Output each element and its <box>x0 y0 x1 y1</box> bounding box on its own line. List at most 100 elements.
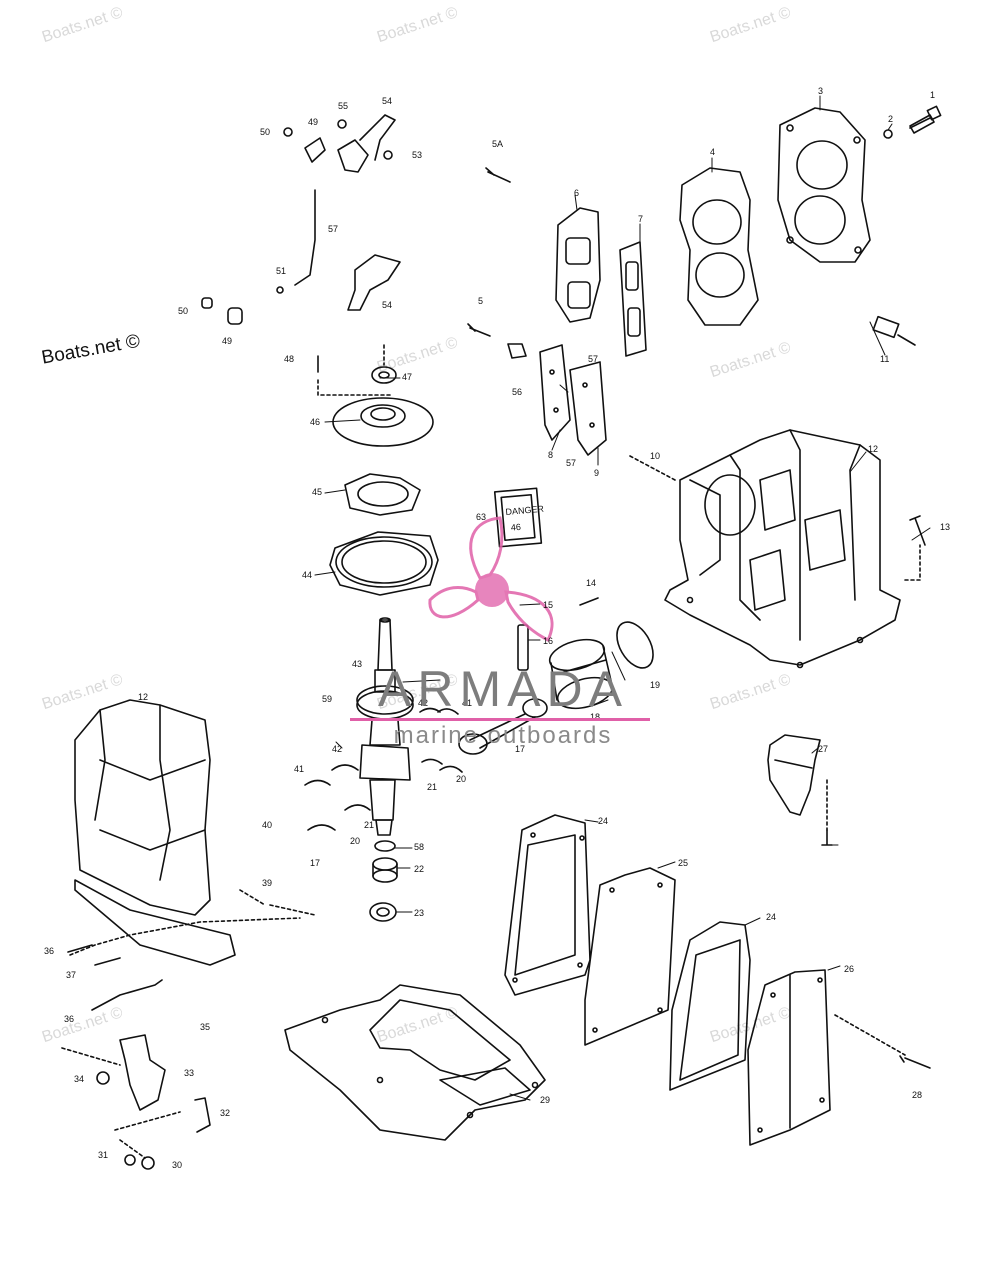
callout-21b: 21 <box>364 820 374 830</box>
callout-56: 56 <box>512 387 522 397</box>
callout-28: 28 <box>912 1090 922 1100</box>
callout-45: 45 <box>312 487 322 497</box>
dashed-leader <box>239 889 316 916</box>
callout-49b: 49 <box>222 336 232 346</box>
bracket <box>96 1034 166 1111</box>
head-bolt <box>909 105 942 134</box>
callout-34: 34 <box>74 1074 84 1084</box>
callout-47: 47 <box>402 372 412 382</box>
crankcase-upper <box>664 429 901 669</box>
decal-line-2: 46 <box>510 522 521 533</box>
callout-14: 14 <box>586 578 596 588</box>
callout-20: 20 <box>456 774 466 784</box>
lower-bearing <box>372 857 398 883</box>
callout-33: 33 <box>184 1068 194 1078</box>
callout-30: 30 <box>172 1160 182 1170</box>
crankshaft <box>356 617 414 836</box>
callout-24b: 24 <box>766 912 776 922</box>
lower-seal <box>369 902 397 922</box>
callout-49: 49 <box>308 117 318 127</box>
piston <box>548 638 614 710</box>
callout-29: 29 <box>540 1095 550 1105</box>
screw <box>909 515 926 546</box>
decal-line-1: DANGER <box>505 504 545 517</box>
exhaust-cover-26 <box>747 969 831 1146</box>
callout-50: 50 <box>260 127 270 137</box>
callout-41b: 41 <box>462 698 472 708</box>
screw <box>821 829 833 846</box>
callout-2: 2 <box>888 114 893 124</box>
transfer-port-gasket <box>619 241 647 357</box>
warning-decal-text: DANGER 46 <box>505 504 545 533</box>
screw <box>67 944 93 953</box>
callout-6: 6 <box>574 188 579 198</box>
bearing-half <box>439 765 463 773</box>
callout-24: 24 <box>598 816 608 826</box>
callouts: 1 2 3 4 5 5A 6 7 8 9 10 11 12 12 13 14 1… <box>44 86 950 1170</box>
callout-12: 12 <box>868 444 878 454</box>
base-gasket <box>284 984 546 1141</box>
callout-44: 44 <box>302 570 312 580</box>
callout-53: 53 <box>412 150 422 160</box>
callout-48: 48 <box>284 354 294 364</box>
callout-17b: 17 <box>310 858 320 868</box>
callout-57b: 57 <box>588 354 598 364</box>
throttle-linkage <box>201 114 401 325</box>
callout-40: 40 <box>262 820 272 830</box>
brand-divider <box>350 718 650 721</box>
callout-20b: 20 <box>350 836 360 846</box>
washer <box>124 1154 136 1166</box>
spring <box>194 1097 211 1133</box>
bearing-half <box>421 758 443 765</box>
brand-name: ARMADA <box>378 661 628 717</box>
callout-9: 9 <box>594 468 599 478</box>
callout-22: 22 <box>414 864 424 874</box>
callout-57: 57 <box>328 224 338 234</box>
callout-12-left: 12 <box>138 692 148 702</box>
screw <box>467 323 491 337</box>
callout-54b: 54 <box>382 300 392 310</box>
screw <box>899 1055 931 1069</box>
dashed-leader <box>904 544 921 581</box>
callout-31: 31 <box>98 1150 108 1160</box>
callout-39: 39 <box>262 878 272 888</box>
callout-32: 32 <box>220 1108 230 1118</box>
crankcase-lower <box>74 699 236 966</box>
callout-42b: 42 <box>418 698 428 708</box>
callout-59: 59 <box>322 694 332 704</box>
brand-logo-icon <box>428 516 554 643</box>
callout-26: 26 <box>844 964 854 974</box>
brand-watermark: ARMADA marine outboards <box>348 660 658 760</box>
bearing-half <box>304 779 331 786</box>
retainer-plate <box>332 397 434 447</box>
callout-42: 42 <box>332 744 342 754</box>
callout-17: 17 <box>515 744 525 754</box>
callout-23: 23 <box>414 908 424 918</box>
callout-43: 43 <box>352 659 362 669</box>
callout-36b: 36 <box>64 1014 74 1024</box>
callout-13: 13 <box>940 522 950 532</box>
callout-27: 27 <box>818 744 828 754</box>
callout-46: 46 <box>310 417 320 427</box>
callout-1: 1 <box>930 90 935 100</box>
cover-gasket-24b <box>669 921 751 1091</box>
callout-18: 18 <box>590 712 600 722</box>
callout-55: 55 <box>338 101 348 111</box>
bypass-cover <box>539 344 607 456</box>
cover-gasket-24 <box>504 814 591 996</box>
bearing-half <box>331 764 359 771</box>
transfer-port-cover <box>555 207 601 323</box>
piston-ring <box>616 621 654 669</box>
callout-11: 11 <box>880 354 889 364</box>
callout-35: 35 <box>200 1022 210 1032</box>
screw <box>485 167 511 183</box>
callout-8: 8 <box>548 450 553 460</box>
head-gasket <box>679 167 759 326</box>
callout-16: 16 <box>543 636 553 646</box>
cylinder-head <box>777 107 871 263</box>
bearing <box>371 366 397 384</box>
callout-36: 36 <box>44 946 54 956</box>
callout-5a: 5A <box>492 139 503 149</box>
